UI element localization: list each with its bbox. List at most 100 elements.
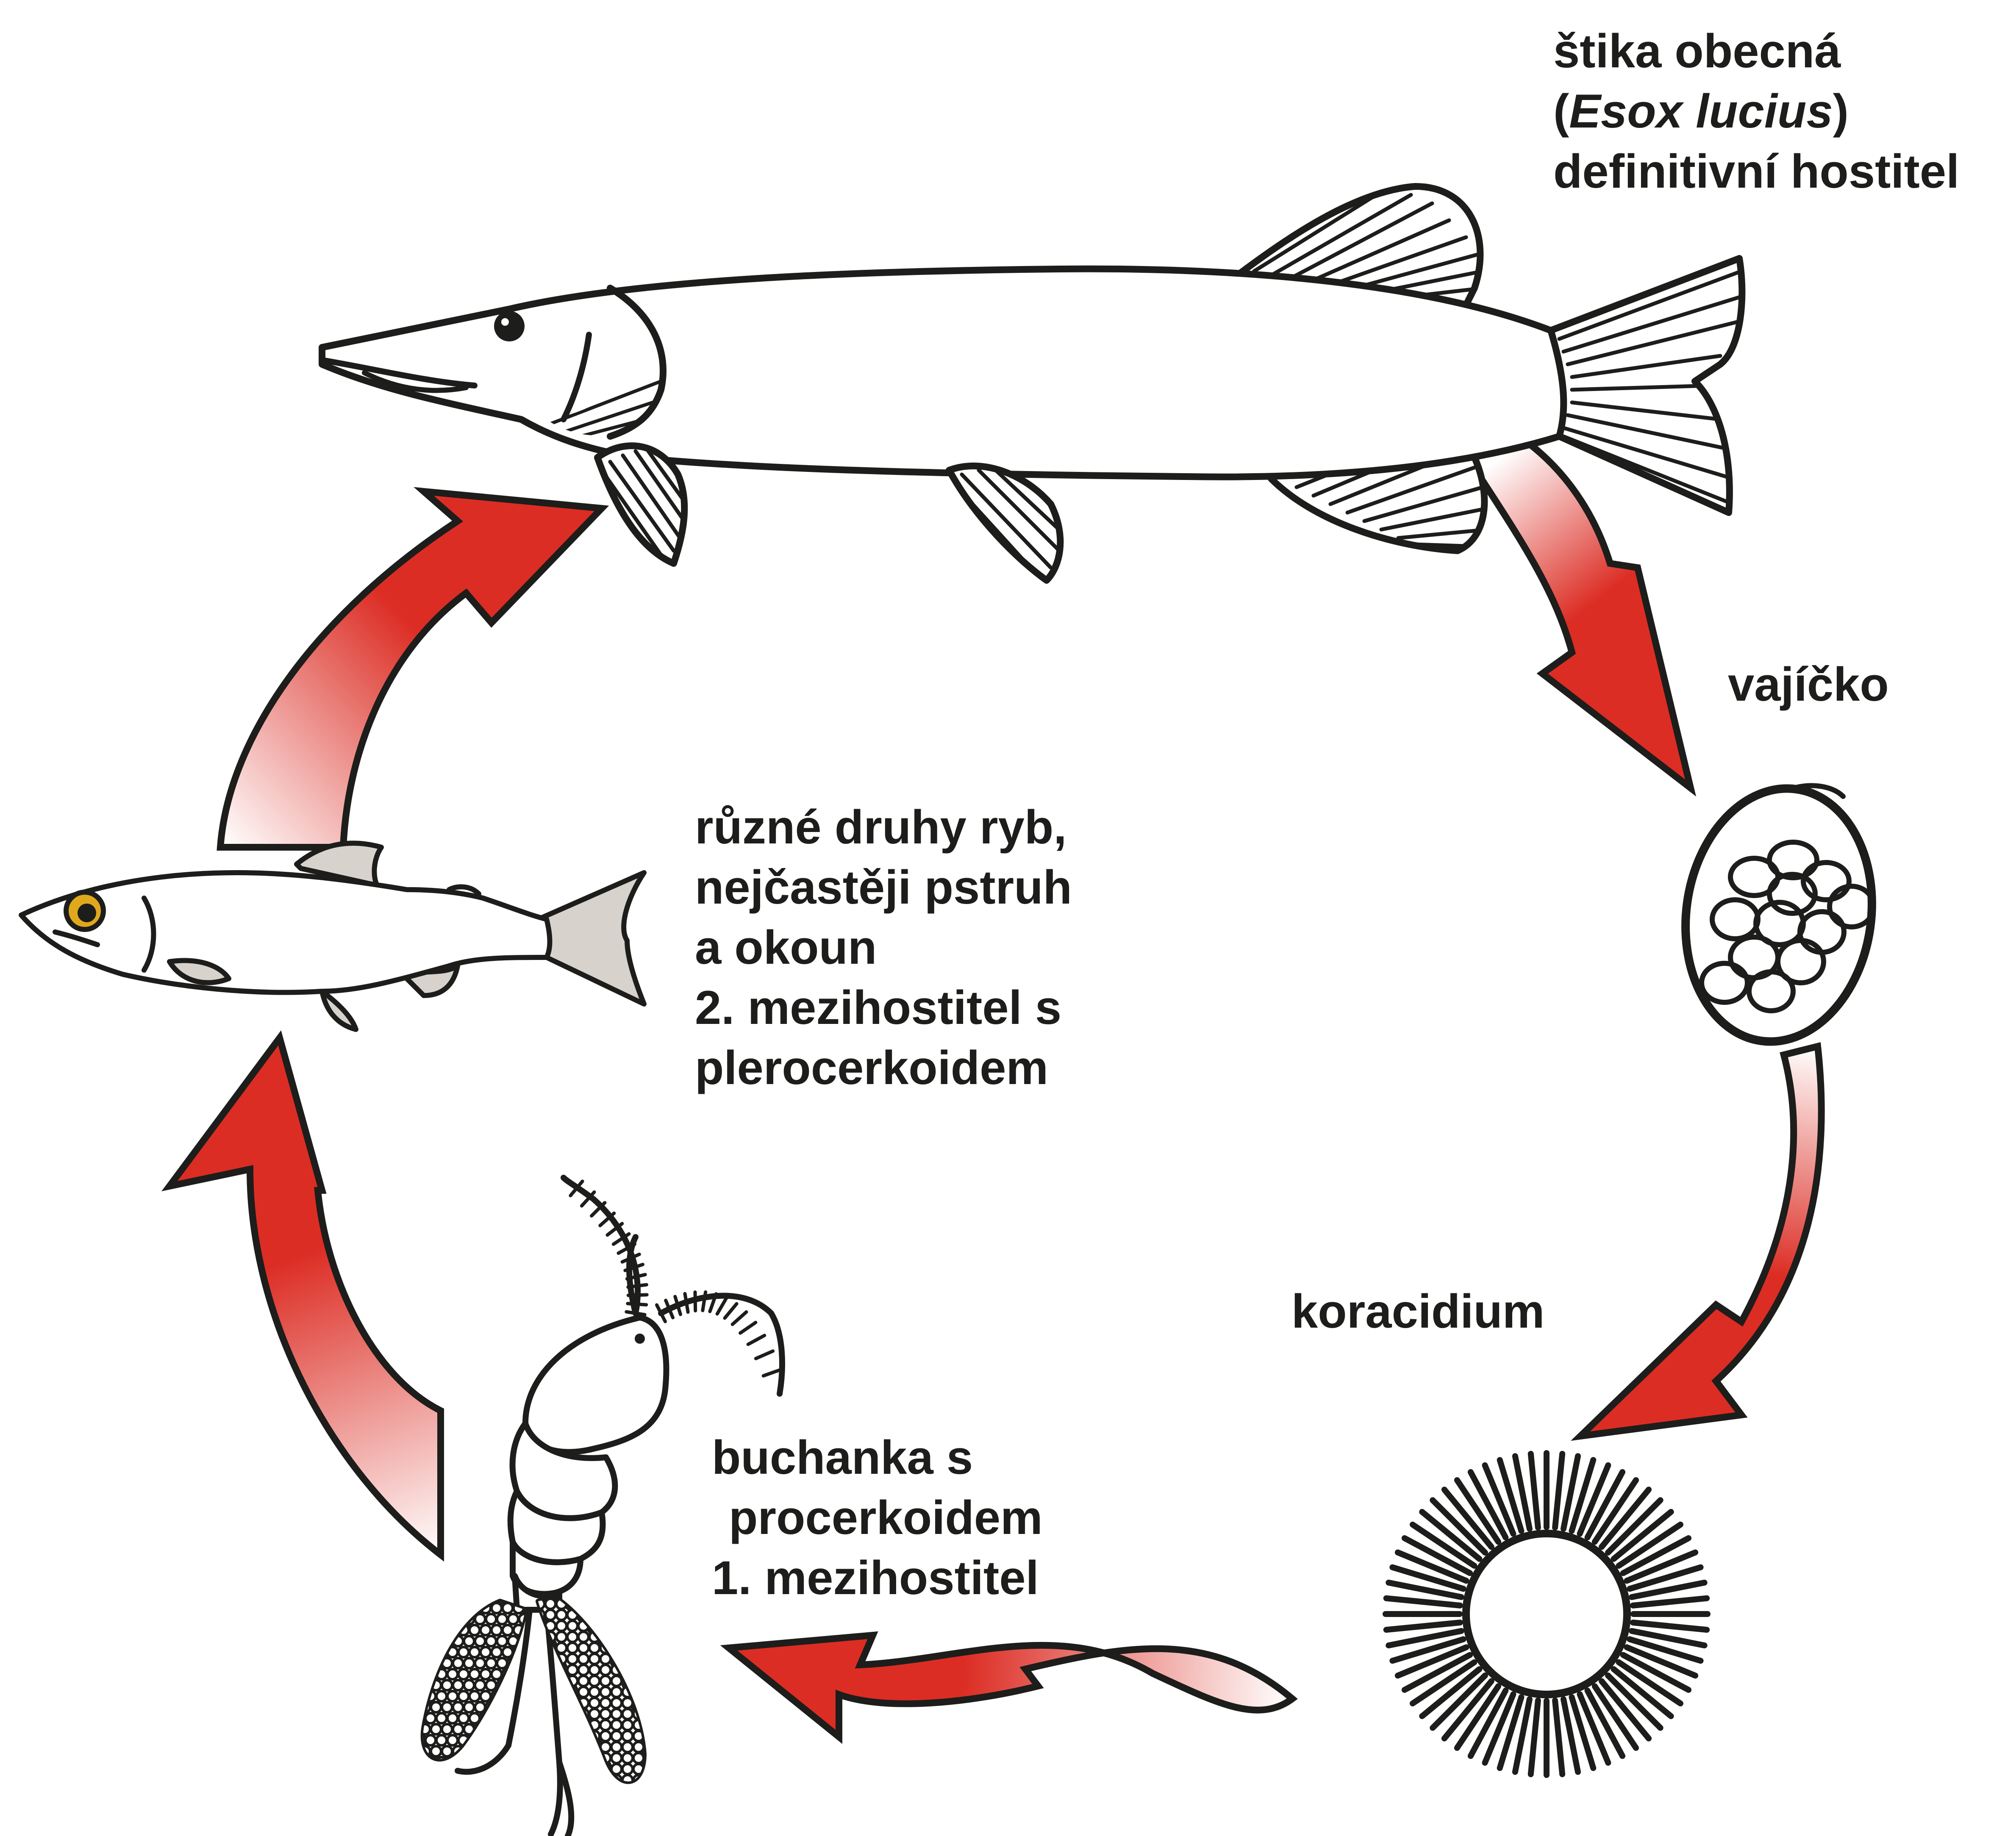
egg-sac-egg — [611, 1632, 622, 1642]
egg-sac-egg — [600, 1632, 611, 1642]
egg-sac-egg — [475, 1636, 485, 1646]
egg-sac-egg — [534, 1731, 544, 1741]
egg-sac-egg — [600, 1709, 611, 1719]
egg-sac-egg — [447, 1625, 458, 1635]
egg-sac-egg — [644, 1654, 655, 1664]
egg-sac-egg — [525, 1669, 535, 1679]
coracidium-label: koracidium — [1291, 1281, 1545, 1342]
copepod-line-1: buchanka s — [712, 1428, 1043, 1488]
egg-sac-egg — [497, 1658, 507, 1668]
egg-sac-egg — [486, 1636, 496, 1646]
fish2-line-5: plerocerkoidem — [695, 1038, 1072, 1098]
egg-sac-egg — [622, 1621, 633, 1631]
egg-sac-egg — [534, 1676, 544, 1686]
egg-sac-egg — [447, 1691, 458, 1701]
egg-sac-egg — [414, 1603, 425, 1613]
egg-sac-egg — [492, 1625, 502, 1635]
antenna-seta — [614, 1239, 621, 1244]
egg-sac-egg — [436, 1603, 447, 1613]
egg-sac-egg — [530, 1768, 540, 1778]
egg-sac-egg — [458, 1713, 469, 1723]
egg-sac-egg — [578, 1676, 589, 1686]
egg-sac-egg — [644, 1786, 655, 1796]
arrow-egg-to-coracidium — [1580, 1046, 1822, 1436]
egg-sac-egg — [545, 1775, 555, 1785]
egg-sac-egg — [534, 1654, 544, 1664]
egg-sac-egg — [589, 1643, 600, 1653]
egg-sac-egg — [530, 1636, 540, 1646]
egg-sac-egg — [600, 1731, 611, 1741]
egg-sac-egg — [534, 1786, 544, 1796]
egg-sac-egg — [567, 1621, 578, 1631]
antenna-seta — [600, 1219, 607, 1226]
egg-sac-egg — [431, 1724, 441, 1734]
label-egg: vajíčko — [1728, 655, 1889, 715]
egg-sac-egg — [436, 1713, 447, 1723]
egg-sac-egg — [497, 1636, 507, 1646]
antenna-seta — [764, 1351, 773, 1355]
egg-sac-egg — [534, 1632, 544, 1642]
egg-sac-egg — [519, 1724, 529, 1734]
egg-sac-egg — [633, 1786, 644, 1796]
egg-sac-egg — [534, 1687, 544, 1697]
antenna-seta — [704, 1292, 705, 1301]
egg-sac-egg — [600, 1665, 611, 1675]
egg-sac-egg — [611, 1588, 622, 1598]
pike-latin-name: Esox lucius — [1569, 85, 1833, 138]
egg-sac-egg — [589, 1665, 600, 1675]
egg-sac-egg — [611, 1709, 622, 1719]
egg-sac-egg — [589, 1610, 600, 1620]
antenna-seta — [582, 1199, 588, 1206]
egg-sac-egg — [633, 1621, 644, 1631]
egg-sac-egg — [600, 1610, 611, 1620]
egg-sac-egg — [414, 1669, 425, 1679]
egg-sac-egg — [425, 1603, 436, 1613]
egg-sac-egg — [567, 1632, 578, 1642]
egg-sac-egg — [567, 1742, 578, 1752]
coracidium-cilium — [1633, 1598, 1707, 1606]
egg-sac-egg — [420, 1614, 430, 1624]
egg-sac-egg — [414, 1757, 425, 1767]
egg-sac-egg — [633, 1665, 644, 1675]
egg-sac-egg — [600, 1720, 611, 1730]
egg-sac-egg — [425, 1669, 436, 1679]
egg-sac-egg — [556, 1621, 566, 1631]
egg-sac-egg — [644, 1610, 655, 1620]
egg-sac-egg — [545, 1731, 555, 1741]
egg-sac-egg — [442, 1592, 452, 1602]
antenna-seta — [739, 1312, 746, 1318]
egg-sac-egg — [633, 1654, 644, 1664]
egg-sac-egg — [644, 1676, 655, 1686]
egg-sac-egg — [425, 1625, 436, 1635]
egg-sac-egg — [420, 1592, 430, 1602]
egg-sac-egg — [486, 1746, 496, 1756]
antenna-seta — [722, 1298, 727, 1306]
fish2-line-3: a okoun — [695, 918, 1072, 978]
egg-sac-egg — [497, 1614, 507, 1624]
pike-name: štika obecná — [1553, 21, 1959, 81]
egg-sac-egg — [611, 1643, 622, 1653]
egg-sac-egg — [622, 1753, 633, 1763]
egg-sac-egg — [425, 1713, 436, 1723]
egg-sac-egg — [611, 1676, 622, 1686]
egg-sac-egg — [447, 1603, 458, 1613]
egg-sac-egg — [622, 1786, 633, 1796]
egg-sac-egg — [453, 1724, 463, 1734]
egg-sac-egg — [431, 1702, 441, 1712]
egg-sac-egg — [633, 1753, 644, 1763]
egg-sac-egg — [436, 1735, 447, 1745]
egg-sac-egg — [420, 1768, 430, 1778]
antenna-seta — [756, 1335, 764, 1340]
egg-sac-egg — [475, 1702, 485, 1712]
egg-sac-egg — [414, 1625, 425, 1635]
egg-sac-egg — [578, 1786, 589, 1796]
egg-sac-egg — [633, 1643, 644, 1653]
egg-sac-egg — [644, 1709, 655, 1719]
egg-sac-egg — [567, 1665, 578, 1675]
antenna-seta — [570, 1188, 576, 1195]
egg-sac-egg — [492, 1713, 502, 1723]
egg-sac-egg — [644, 1621, 655, 1631]
egg-sac-egg — [534, 1775, 544, 1785]
egg-label: vajíčko — [1728, 655, 1889, 715]
